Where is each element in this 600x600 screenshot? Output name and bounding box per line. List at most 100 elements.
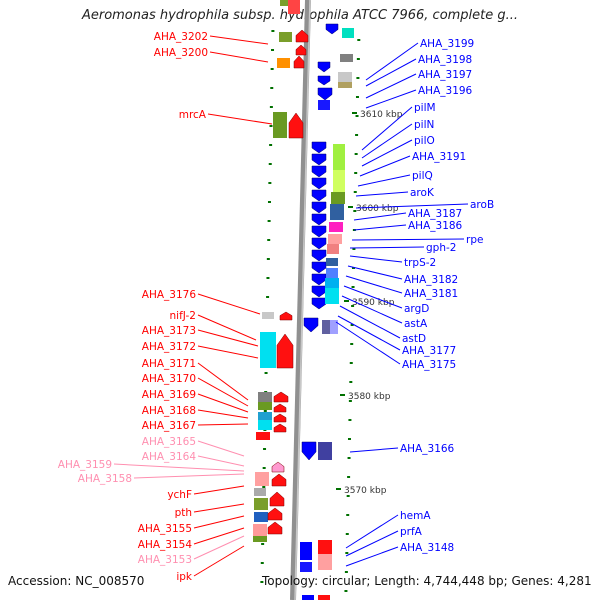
gene-block — [260, 332, 276, 368]
gene-block — [253, 536, 267, 542]
gene-arrow-reverse — [271, 473, 287, 487]
gene-label-left: ychF — [167, 489, 192, 501]
leader-line — [337, 315, 401, 351]
leader-line — [209, 51, 269, 63]
accession-text: Accession: NC_008570 — [8, 574, 145, 588]
tick-dot — [347, 476, 351, 478]
scale-tick-label: 3590 kbp — [352, 298, 395, 308]
gene-arrow-reverse — [269, 491, 285, 507]
leader-line — [335, 321, 401, 365]
tick-dot — [262, 467, 266, 469]
tick-dot — [356, 58, 360, 60]
leader-line — [197, 423, 249, 426]
leader-line — [339, 305, 401, 339]
gene-label-left: AHA_3158 — [78, 473, 132, 485]
scale-tick — [336, 488, 341, 490]
leader-line — [347, 265, 403, 280]
gene-arrow-forward — [317, 75, 331, 86]
leader-line — [355, 203, 469, 209]
gene-label-right: AHA_3186 — [408, 220, 463, 232]
tick-dot — [260, 562, 264, 564]
gene-block — [262, 312, 274, 319]
gene-block — [258, 412, 272, 420]
gene-block — [258, 402, 272, 410]
leader-line — [361, 106, 413, 151]
tick-dot — [351, 267, 355, 269]
feature-glyphs — [253, 0, 354, 600]
gene-label-right: AHA_3166 — [400, 443, 455, 455]
leader-line — [193, 503, 245, 513]
gene-block — [327, 244, 339, 254]
backbone-line — [290, 0, 311, 600]
gene-arrow-reverse — [273, 403, 287, 413]
leader-line — [197, 314, 257, 341]
tick-dot — [268, 163, 272, 165]
gene-arrow-forward — [311, 225, 327, 238]
scale-tick-label: 3600 kbp — [356, 204, 399, 214]
gene-label-right: rpe — [466, 234, 483, 246]
left-labels: AHA_3202AHA_3200mrcAAHA_3176nifJ-2AHA_31… — [58, 31, 208, 583]
gene-label-left: pth — [175, 507, 192, 519]
leader-line — [357, 174, 411, 187]
gene-label-left: AHA_3159 — [58, 459, 112, 471]
gene-arrow-forward — [317, 61, 331, 73]
leader-line — [209, 35, 269, 45]
gene-label-left: AHA_3176 — [142, 289, 197, 301]
leader-line — [355, 191, 409, 197]
tick-dot — [350, 343, 354, 345]
leader-line — [349, 255, 403, 263]
tick-dot — [270, 87, 274, 89]
leader-line — [361, 139, 413, 167]
gene-block — [288, 0, 300, 14]
gene-arrow-forward — [303, 317, 319, 333]
gene-block — [254, 498, 268, 510]
gene-label-left: AHA_3200 — [154, 47, 208, 59]
gene-label-right: pilM — [414, 102, 436, 114]
gene-arrow-reverse — [273, 391, 289, 403]
genome-backbone — [290, 0, 311, 600]
gene-block — [302, 595, 314, 600]
gene-arrow-reverse — [271, 461, 285, 473]
gene-arrow-forward — [301, 441, 317, 461]
gene-label-right: AHA_3181 — [404, 288, 458, 300]
gene-block — [325, 288, 339, 304]
gene-arrow-reverse — [293, 55, 305, 69]
tick-dot — [351, 305, 355, 307]
tick-dot — [267, 220, 271, 222]
tick-dot — [355, 96, 359, 98]
gene-arrow-reverse — [279, 311, 293, 321]
gene-arrow-forward — [311, 201, 327, 214]
gene-block — [330, 320, 338, 334]
gene-arrow-forward — [325, 23, 339, 35]
tick-dot — [262, 486, 266, 488]
gene-label-left: AHA_3155 — [138, 523, 192, 535]
leader-line — [197, 455, 245, 467]
leader-line — [197, 329, 259, 347]
gene-block — [329, 222, 343, 232]
left-label-leaders — [113, 35, 273, 577]
gene-block — [253, 524, 267, 536]
leader-line — [193, 515, 245, 529]
tick-dot — [260, 581, 264, 583]
gene-block — [331, 192, 345, 204]
leader-line — [353, 224, 407, 231]
gene-block — [256, 432, 270, 440]
tick-dot — [355, 134, 359, 136]
tick-dot — [349, 362, 353, 364]
gene-block — [333, 170, 345, 192]
tick-dot — [353, 191, 357, 193]
gene-label-right: astD — [402, 333, 426, 345]
gene-label-right: aroB — [470, 199, 494, 211]
gene-label-right: AHA_3197 — [418, 69, 472, 81]
gene-block — [258, 420, 272, 430]
gene-block — [279, 32, 292, 42]
tick-dot — [264, 372, 268, 374]
leader-line — [353, 212, 407, 221]
tick-dot — [351, 286, 355, 288]
tick-dot — [269, 125, 273, 127]
gene-arrow-forward — [311, 153, 327, 166]
gene-arrow-forward — [311, 249, 327, 262]
gene-block — [340, 54, 353, 62]
